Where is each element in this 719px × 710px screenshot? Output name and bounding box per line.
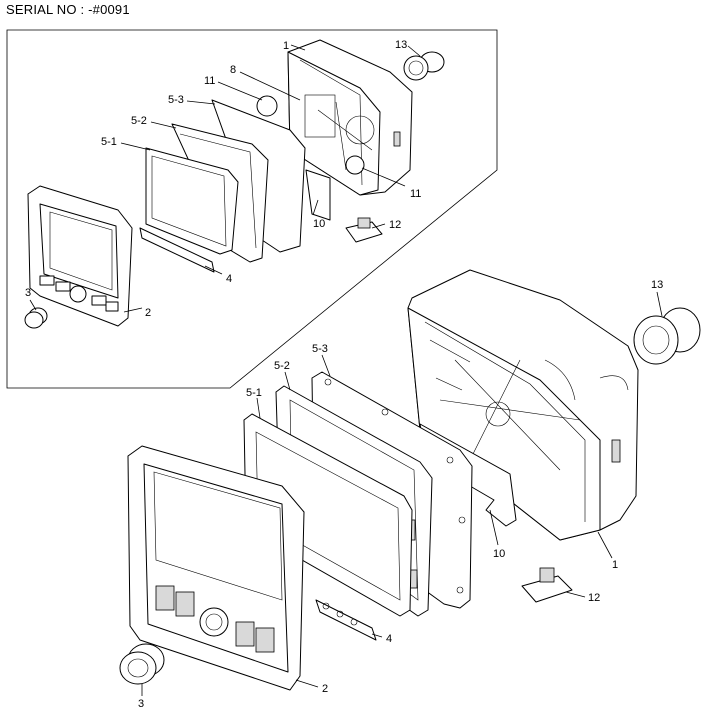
main-callout-12: 12 (588, 592, 600, 604)
main-pcb-4 (315, 599, 377, 641)
inset-callout-1: 1 (283, 40, 289, 52)
inset-callout-13: 13 (395, 39, 407, 51)
inset-callout-2: 2 (145, 307, 151, 319)
inset-front-bezel (27, 185, 133, 327)
inset-housing (287, 39, 413, 196)
inset-callout-4: 4 (226, 273, 232, 285)
main-group: 13 5-3 5-2 5-1 10 1 12 4 2 3 (119, 269, 701, 710)
main-clip-12 (521, 567, 573, 603)
inset-callout-12: 12 (389, 219, 401, 231)
inset-callout-11-lower: 11 (410, 188, 421, 200)
main-callout-4: 4 (386, 633, 392, 645)
inset-callout-5-2: 5-2 (131, 115, 147, 127)
main-callout-5-2: 5-2 (274, 360, 290, 372)
main-callout-3: 3 (138, 698, 144, 710)
inset-pcb-4 (139, 227, 215, 273)
inset-disc-lower (345, 155, 365, 175)
main-callout-5-3: 5-3 (312, 343, 328, 355)
main-cap (633, 307, 701, 365)
inset-cap (403, 51, 445, 81)
inset-lcd-5-1 (145, 147, 239, 255)
inset-callout-11-upper: 11 (204, 75, 215, 87)
inset-disc-upper (256, 95, 278, 117)
inset-callout-10: 10 (313, 218, 325, 230)
main-housing (407, 269, 639, 541)
inset-knob-3 (24, 307, 48, 329)
inset-frame (6, 29, 498, 389)
inset-group: 1 13 8 11 5-3 5-2 5-1 11 10 12 4 3 2 (24, 39, 445, 329)
main-callout-2: 2 (322, 683, 328, 695)
inset-callout-3: 3 (25, 287, 31, 299)
main-knob-3 (119, 643, 165, 685)
inset-callout-5-3: 5-3 (168, 94, 184, 106)
inset-bracket-10 (305, 169, 331, 221)
main-callout-1: 1 (612, 559, 618, 571)
main-callout-5-1: 5-1 (246, 387, 262, 399)
serial-number-label: SERIAL NO : -#0091 (6, 2, 130, 17)
inset-callout-8: 8 (230, 64, 236, 76)
main-callout-10: 10 (493, 548, 505, 560)
inset-callout-5-1: 5-1 (101, 136, 117, 148)
main-front-bezel (127, 445, 305, 691)
main-callout-13: 13 (651, 279, 663, 291)
